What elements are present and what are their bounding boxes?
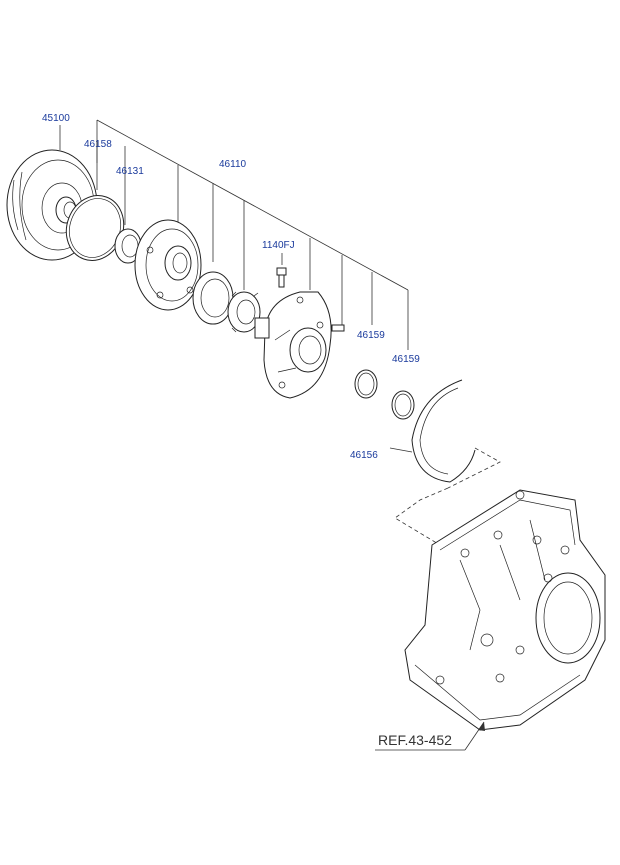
ref-leader: [375, 721, 485, 751]
dashed-alignment: [394, 447, 501, 546]
transaxle-case[interactable]: [404, 489, 606, 731]
label-46159-b[interactable]: 46159: [392, 354, 420, 365]
o-ring-46159-b[interactable]: [391, 390, 415, 420]
dowel-pin[interactable]: [331, 324, 345, 332]
gasket-46156[interactable]: [389, 379, 476, 483]
pump-outer-gear[interactable]: [192, 271, 234, 325]
label-45100[interactable]: 45100: [42, 113, 70, 124]
label-46159-a[interactable]: 46159: [357, 330, 385, 341]
oil-seal-46131[interactable]: [114, 228, 142, 264]
label-46158[interactable]: 46158: [84, 139, 112, 150]
pump-inner-gear[interactable]: [227, 291, 262, 333]
bolt-1140fj[interactable]: [276, 267, 287, 288]
leader-lines: [59, 119, 409, 350]
pump-cover-plate[interactable]: [134, 219, 202, 311]
label-46156[interactable]: 46156: [350, 450, 378, 461]
label-46110[interactable]: 46110: [219, 159, 247, 170]
oil-pump-housing-46110[interactable]: [254, 291, 332, 399]
label-46131[interactable]: 46131: [116, 166, 144, 177]
o-ring-46159-a[interactable]: [354, 369, 378, 399]
label-1140fj[interactable]: 1140FJ: [262, 240, 295, 251]
ref-label[interactable]: REF.43-452: [378, 732, 452, 748]
